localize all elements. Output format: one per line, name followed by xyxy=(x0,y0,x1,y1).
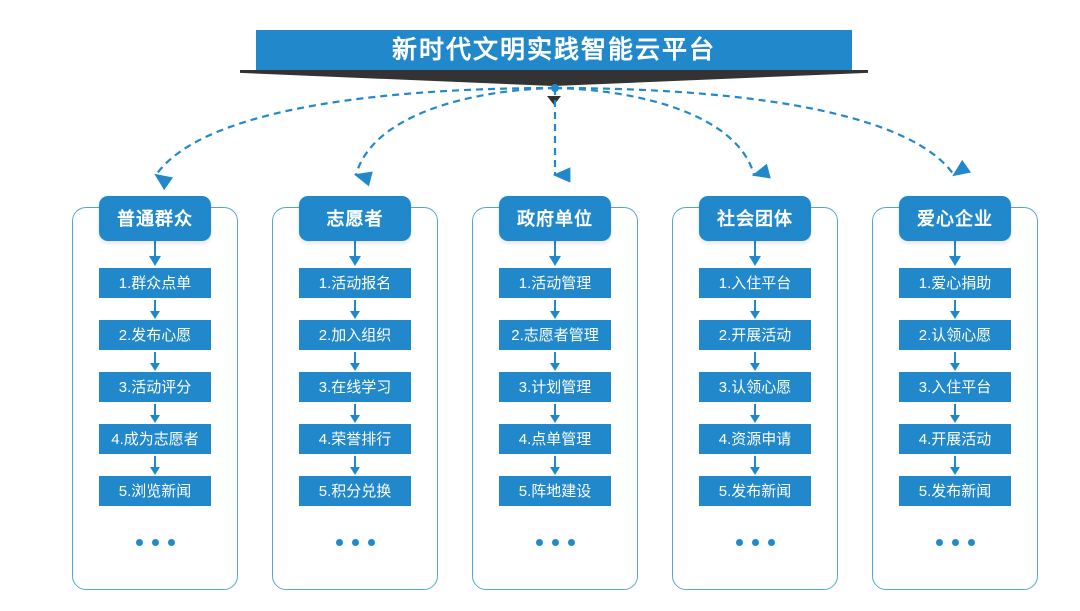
arrow-down-icon xyxy=(749,454,761,476)
more-items-indicator xyxy=(872,522,1038,562)
role-card-header-5[interactable]: 爱心企业 xyxy=(899,196,1011,241)
arrow-down-icon xyxy=(749,402,761,424)
banner-bar: 新时代文明实践智能云平台 xyxy=(256,30,852,70)
arrow-down-icon xyxy=(949,454,961,476)
dot-icon xyxy=(751,538,759,546)
role-card-header-3[interactable]: 政府单位 xyxy=(499,196,611,241)
dot-icon xyxy=(135,538,143,546)
role-step-list-3: 1.活动管理 2.志愿者管理 3.计划管理 4.点单管理 5.阵地建设 xyxy=(472,268,638,562)
arrow-down-icon xyxy=(149,298,161,320)
more-items-indicator xyxy=(272,522,438,562)
role-card-title: 爱心企业 xyxy=(917,208,993,229)
step-item[interactable]: 4.成为志愿者 xyxy=(99,424,211,454)
role-card-title: 普通群众 xyxy=(117,208,193,229)
step-item[interactable]: 5.发布新闻 xyxy=(899,476,1011,506)
step-item[interactable]: 3.认领心愿 xyxy=(699,372,811,402)
step-item[interactable]: 4.荣誉排行 xyxy=(299,424,411,454)
dot-icon xyxy=(967,538,975,546)
arrow-down-icon xyxy=(149,402,161,424)
arrow-down-icon xyxy=(72,238,238,268)
dot-icon xyxy=(351,538,359,546)
step-item[interactable]: 4.开展活动 xyxy=(899,424,1011,454)
arrow-down-icon xyxy=(949,350,961,372)
step-item[interactable]: 3.活动评分 xyxy=(99,372,211,402)
dot-icon xyxy=(951,538,959,546)
step-item[interactable]: 2.认领心愿 xyxy=(899,320,1011,350)
arrow-down-icon xyxy=(349,298,361,320)
role-step-list-5: 1.爱心捐助 2.认领心愿 3.入住平台 4.开展活动 5.发布新闻 xyxy=(872,268,1038,562)
arrow-down-icon xyxy=(672,238,838,268)
role-card-header-1[interactable]: 普通群众 xyxy=(99,196,211,241)
arrow-down-icon xyxy=(749,350,761,372)
page-title: 新时代文明实践智能云平台 xyxy=(391,35,716,64)
dot-icon xyxy=(151,538,159,546)
platform-banner: 新时代文明实践智能云平台 xyxy=(240,30,868,110)
step-item[interactable]: 2.开展活动 xyxy=(699,320,811,350)
step-item[interactable]: 3.入住平台 xyxy=(899,372,1011,402)
arrow-down-icon xyxy=(349,454,361,476)
step-item[interactable]: 1.活动管理 xyxy=(499,268,611,298)
role-card-title: 志愿者 xyxy=(326,208,384,229)
step-item[interactable]: 1.入住平台 xyxy=(699,268,811,298)
dot-icon xyxy=(567,538,575,546)
role-card-header-4[interactable]: 社会团体 xyxy=(699,196,811,241)
step-item[interactable]: 5.积分兑换 xyxy=(299,476,411,506)
step-item[interactable]: 5.发布新闻 xyxy=(699,476,811,506)
more-items-indicator xyxy=(672,522,838,562)
step-item[interactable]: 1.活动报名 xyxy=(299,268,411,298)
dot-icon xyxy=(551,538,559,546)
dot-icon xyxy=(335,538,343,546)
step-item[interactable]: 2.发布心愿 xyxy=(99,320,211,350)
role-card-title: 政府单位 xyxy=(517,208,593,229)
dot-icon xyxy=(535,538,543,546)
step-item[interactable]: 3.计划管理 xyxy=(499,372,611,402)
step-item[interactable]: 2.志愿者管理 xyxy=(499,320,611,350)
arrow-down-icon xyxy=(949,298,961,320)
connector-fan xyxy=(154,84,972,191)
step-item[interactable]: 5.浏览新闻 xyxy=(99,476,211,506)
arrow-down-icon xyxy=(149,350,161,372)
dot-icon xyxy=(367,538,375,546)
arrow-down-icon xyxy=(472,238,638,268)
role-step-list-4: 1.入住平台 2.开展活动 3.认领心愿 4.资源申请 5.发布新闻 xyxy=(672,268,838,562)
step-item[interactable]: 5.阵地建设 xyxy=(499,476,611,506)
role-step-list-1: 1.群众点单 2.发布心愿 3.活动评分 4.成为志愿者 5.浏览新闻 xyxy=(72,268,238,562)
dot-icon xyxy=(935,538,943,546)
dot-icon xyxy=(735,538,743,546)
arrow-down-icon xyxy=(149,454,161,476)
step-item[interactable]: 4.资源申请 xyxy=(699,424,811,454)
role-step-list-2: 1.活动报名 2.加入组织 3.在线学习 4.荣誉排行 5.积分兑换 xyxy=(272,268,438,562)
arrow-down-icon xyxy=(272,238,438,268)
connector-to-col-2 xyxy=(353,86,556,187)
role-card-title: 社会团体 xyxy=(717,208,793,229)
step-item[interactable]: 1.爱心捐助 xyxy=(899,268,1011,298)
connector-to-col-5 xyxy=(554,86,972,177)
arrow-down-icon xyxy=(549,402,561,424)
arrow-down-icon xyxy=(749,298,761,320)
more-items-indicator xyxy=(472,522,638,562)
dot-icon xyxy=(767,538,775,546)
arrow-down-icon xyxy=(872,238,1038,268)
arrow-down-icon xyxy=(549,298,561,320)
arrow-down-icon xyxy=(349,350,361,372)
step-item[interactable]: 1.群众点单 xyxy=(99,268,211,298)
step-item[interactable]: 2.加入组织 xyxy=(299,320,411,350)
arrow-down-icon xyxy=(549,350,561,372)
arrow-down-icon xyxy=(349,402,361,424)
arrow-down-icon xyxy=(549,454,561,476)
connector-to-col-4 xyxy=(554,86,771,179)
connector-to-col-1 xyxy=(154,86,556,191)
fan-origin-node xyxy=(551,84,559,92)
arrow-down-icon xyxy=(949,402,961,424)
role-card-header-2[interactable]: 志愿者 xyxy=(299,196,411,241)
dot-icon xyxy=(167,538,175,546)
more-items-indicator xyxy=(72,522,238,562)
step-item[interactable]: 4.点单管理 xyxy=(499,424,611,454)
step-item[interactable]: 3.在线学习 xyxy=(299,372,411,402)
